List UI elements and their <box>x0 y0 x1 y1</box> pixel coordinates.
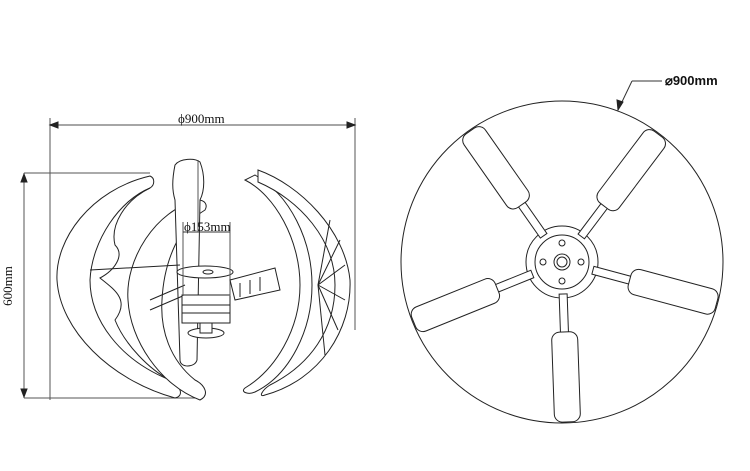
rotor-side-view <box>56 158 351 401</box>
hub-diameter-label: ϕ153mm <box>184 219 231 234</box>
width-dimension <box>48 118 357 400</box>
width-label: ϕ900mm <box>178 111 225 126</box>
height-dimension <box>20 172 200 399</box>
rotor-top-view <box>400 80 724 424</box>
top-diameter-label: ⌀900mm <box>665 73 718 88</box>
height-label: 600mm <box>0 266 15 306</box>
